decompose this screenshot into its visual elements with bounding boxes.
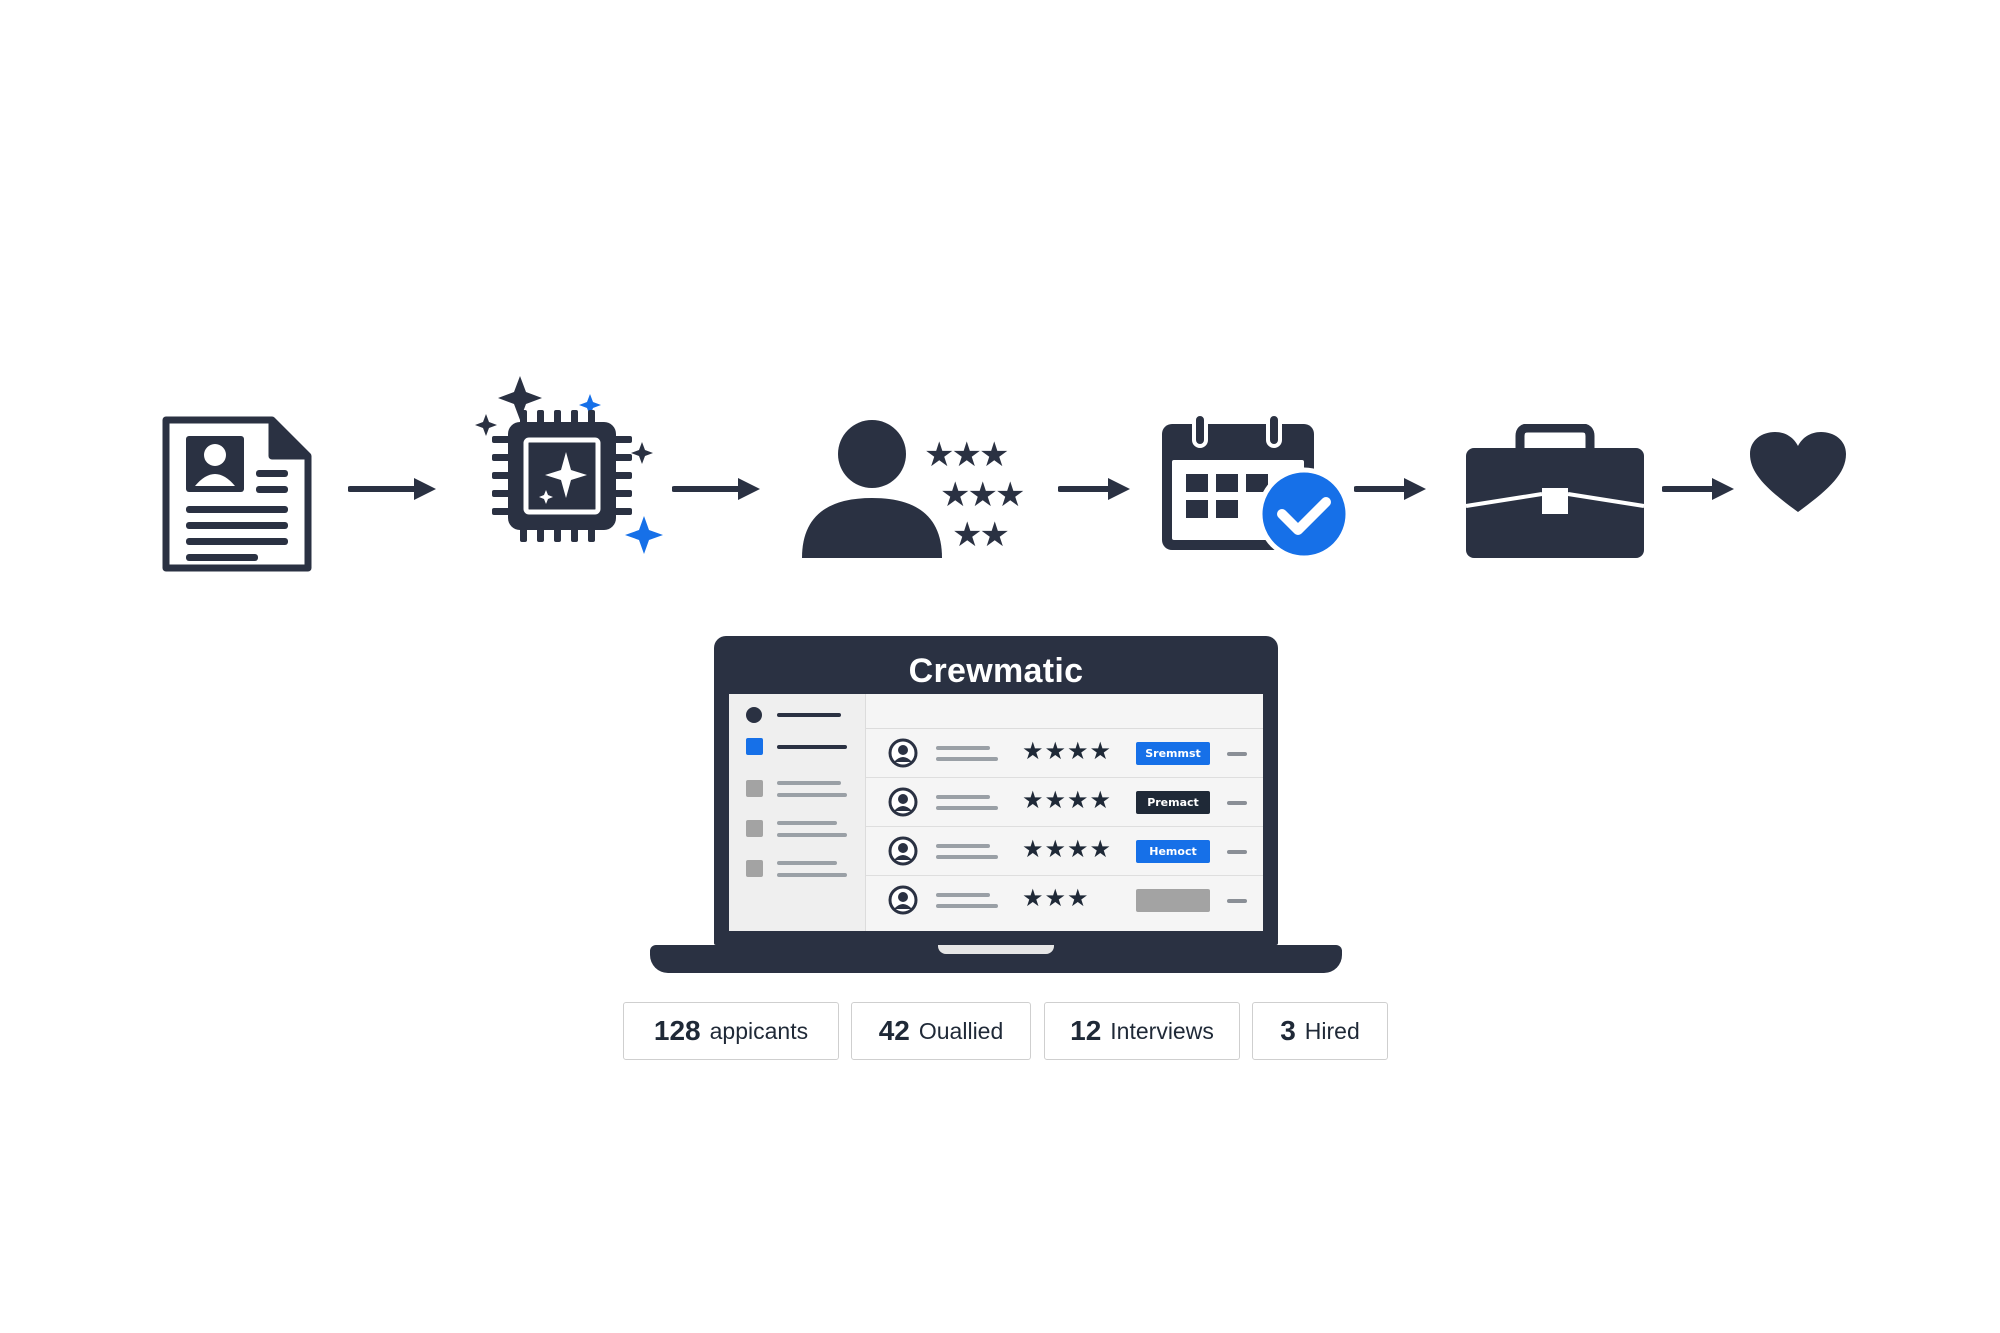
avatar [888,836,918,871]
stat-applicants: 128 appicants [623,1002,839,1060]
sidebar-item-active-icon[interactable] [746,738,763,755]
stat-hired: 3 Hired [1252,1002,1388,1060]
stat-value: 3 [1280,1015,1296,1046]
table-row[interactable]: ★★★ [866,876,1263,924]
avatar [888,787,918,822]
row-action-dash[interactable] [1227,801,1247,805]
stat-value: 128 [653,1015,701,1046]
laptop-screen: Crewmatic [714,636,1278,945]
row-name-line [936,795,990,799]
candidate-rating-icon: ★★★ ★★★ ★★ [800,418,1030,560]
laptop-base [650,945,1342,973]
status-badge[interactable] [1136,889,1210,912]
arrow-right-icon [1058,476,1134,502]
table-row[interactable]: ★★★★ Premact [866,778,1263,827]
sidebar-profile-dot [746,707,762,723]
sidebar-item-active[interactable] [777,745,847,749]
ai-chip-sparkle-icon [470,374,670,566]
app-sidebar [729,694,866,931]
arrow-right-icon [1354,476,1430,502]
status-badge[interactable]: Premact [1136,791,1210,814]
row-action-dash[interactable] [1227,752,1247,756]
briefcase-icon [1464,424,1646,560]
sidebar-item[interactable] [777,781,841,785]
row-detail-line [936,904,998,908]
row-rating-stars: ★★★ [1022,884,1090,912]
stat-qualified: 42 Ouallied [851,1002,1031,1060]
table-row[interactable]: ★★★★ Sremmst [866,729,1263,778]
sidebar-item-icon[interactable] [746,820,763,837]
stat-interviews: 12 Interviews [1044,1002,1240,1060]
row-name-line [936,844,990,848]
rating-stars-row-1: ★★★ [924,435,1009,475]
row-detail-line [936,855,998,859]
rating-stars-row-2: ★★★ [940,475,1025,515]
app-window: ★★★★ Sremmst ★★★★ Premact [729,694,1263,931]
heart-icon [1748,430,1848,514]
laptop-notch [938,945,1054,954]
arrow-right-icon [348,476,440,502]
stat-value: 42 [878,1015,910,1046]
status-badge[interactable]: Sremmst [1136,742,1210,765]
stat-value: 12 [1070,1015,1102,1046]
row-name-line [936,746,990,750]
app-topbar [866,694,1263,729]
sidebar-item[interactable] [777,821,837,825]
sidebar-item-sub [777,873,847,877]
row-action-dash[interactable] [1227,850,1247,854]
app-title: Crewmatic [908,652,1084,690]
sidebar-header-line [777,713,841,717]
row-rating-stars: ★★★★ [1022,835,1113,863]
stat-label: Hired [1304,1017,1360,1044]
stat-label: Interviews [1110,1017,1214,1044]
status-badge[interactable]: Hemoct [1136,840,1210,863]
calendar-check-icon [1158,414,1352,562]
table-row[interactable]: ★★★★ Hemoct [866,827,1263,876]
stat-label: appicants [709,1017,809,1044]
sidebar-item-sub [777,793,847,797]
row-name-line [936,893,990,897]
arrow-right-icon [672,476,764,502]
sidebar-item[interactable] [777,861,837,865]
row-action-dash[interactable] [1227,899,1247,903]
sidebar-item-icon[interactable] [746,780,763,797]
row-rating-stars: ★★★★ [1022,786,1113,814]
rating-stars-row-3: ★★ [952,515,1010,555]
stat-label: Ouallied [918,1017,1004,1044]
row-detail-line [936,757,998,761]
avatar [888,738,918,773]
arrow-right-icon [1662,476,1738,502]
sidebar-item-sub [777,833,847,837]
row-detail-line [936,806,998,810]
avatar [888,885,918,920]
row-rating-stars: ★★★★ [1022,737,1113,765]
resume-document-icon [162,416,312,572]
sidebar-item-icon[interactable] [746,860,763,877]
